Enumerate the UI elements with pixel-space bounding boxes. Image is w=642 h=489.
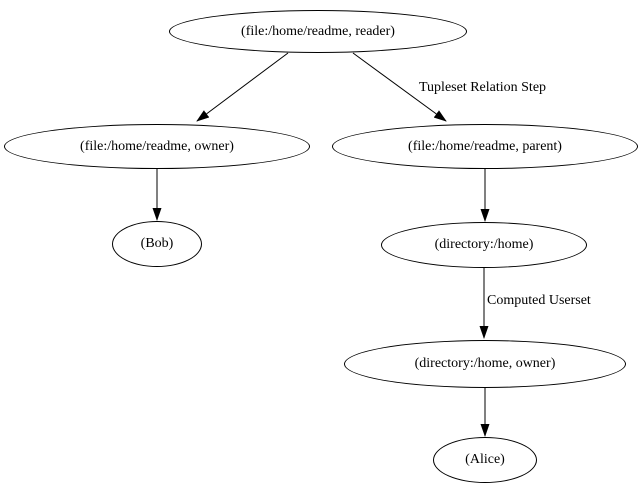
node-label-parent: (file:/home/readme, parent) (408, 138, 562, 154)
node-label-bob: (Bob) (140, 236, 174, 251)
node-alice: (Alice) (433, 437, 537, 483)
node-file-home-readme-reader: (file:/home/readme, reader) (169, 10, 467, 53)
node-bob: (Bob) (112, 221, 202, 267)
node-file-home-readme-parent: (file:/home/readme, parent) (332, 124, 638, 169)
node-file-home-readme-owner: (file:/home/readme, owner) (4, 124, 310, 169)
node-label-owner: (file:/home/readme, owner) (80, 138, 234, 154)
edge-reader-to-owner (196, 52, 289, 122)
edge-label-tupleset-relation-step: Tupleset Relation Step (419, 80, 547, 95)
edge-label-computed-userset: Computed Userset (487, 293, 591, 308)
node-label-directory-home: (directory:/home) (434, 237, 534, 252)
node-label-reader: (file:/home/readme, reader) (241, 23, 395, 39)
node-directory-home: (directory:/home) (381, 222, 587, 268)
node-directory-home-owner: (directory:/home, owner) (344, 340, 626, 388)
node-label-alice: (Alice) (465, 452, 505, 467)
node-label-directory-home-owner: (directory:/home, owner) (414, 356, 556, 371)
